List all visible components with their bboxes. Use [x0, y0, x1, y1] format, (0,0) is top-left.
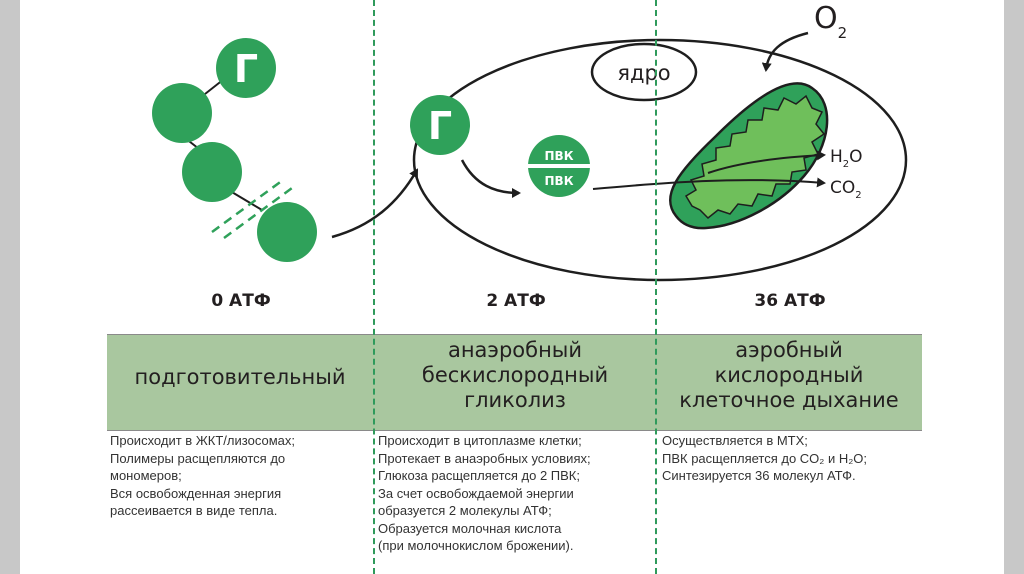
atp-yield-aerobic: 36 АТФ: [754, 291, 826, 311]
monomer-circle: [257, 202, 317, 262]
stage-title-aerobic: аэробный кислородный клеточное дыхание: [679, 338, 899, 412]
oxygen-label: O2: [814, 1, 847, 42]
right-margin: [1004, 0, 1024, 574]
atp-yield-glycolysis: 2 АТФ: [486, 291, 546, 311]
polymer-chain: Г: [152, 38, 317, 262]
table-top-border: [107, 334, 922, 335]
mitochondrion: [668, 82, 829, 230]
stage-description-glycolysis: Происходит в цитоплазме клетки; Протекае…: [378, 433, 591, 553]
pvk-to-co2-arrow: [592, 177, 826, 190]
glucose-letter: Г: [234, 47, 258, 91]
pvk-molecule: ПВК ПВК: [528, 135, 590, 197]
mitochondrion-cristae: [684, 94, 826, 220]
stage-title-glycolysis: анаэробный бескислородный гликолиз: [421, 338, 609, 412]
glucose-circle-cytoplasm: [410, 95, 470, 155]
left-margin: [0, 0, 20, 574]
carbon-dioxide-label: CO2: [830, 178, 862, 201]
stage-description-aerobic: Осуществляется в МТХ; ПВК расщепляется д…: [662, 433, 867, 483]
stage-separator: [373, 0, 375, 574]
monomer-circle: [182, 142, 242, 202]
nucleus: [590, 42, 698, 102]
pvk-label: ПВК: [545, 149, 574, 163]
stage-titles-band: [107, 334, 922, 430]
nucleus-label: ядро: [617, 61, 670, 85]
stage-separator: [655, 0, 657, 574]
arrow-into-cell: [331, 168, 419, 239]
stage-description-preparatory: Происходит в ЖКТ/лизосомах; Полимеры рас…: [110, 433, 295, 518]
glucose-letter: Г: [428, 104, 452, 148]
glycolysis-arrow: [460, 159, 521, 198]
pvk-to-h2o-arrow: [707, 150, 826, 174]
cell-outline: [412, 38, 908, 282]
water-label: H2O: [830, 147, 863, 170]
pvk-label: ПВК: [545, 174, 574, 188]
atp-yield-preparatory: 0 АТФ: [211, 291, 271, 311]
oxygen-arrow: [761, 31, 809, 72]
table-header-border: [107, 430, 922, 431]
energy-metabolism-diagram: Г ядро Г ПВК ПВК O2 H2O CO2: [152, 1, 908, 282]
glucose-circle: [216, 38, 276, 98]
monomer-circle: [152, 83, 212, 143]
stage-title-preparatory: подготовительный: [134, 365, 346, 389]
